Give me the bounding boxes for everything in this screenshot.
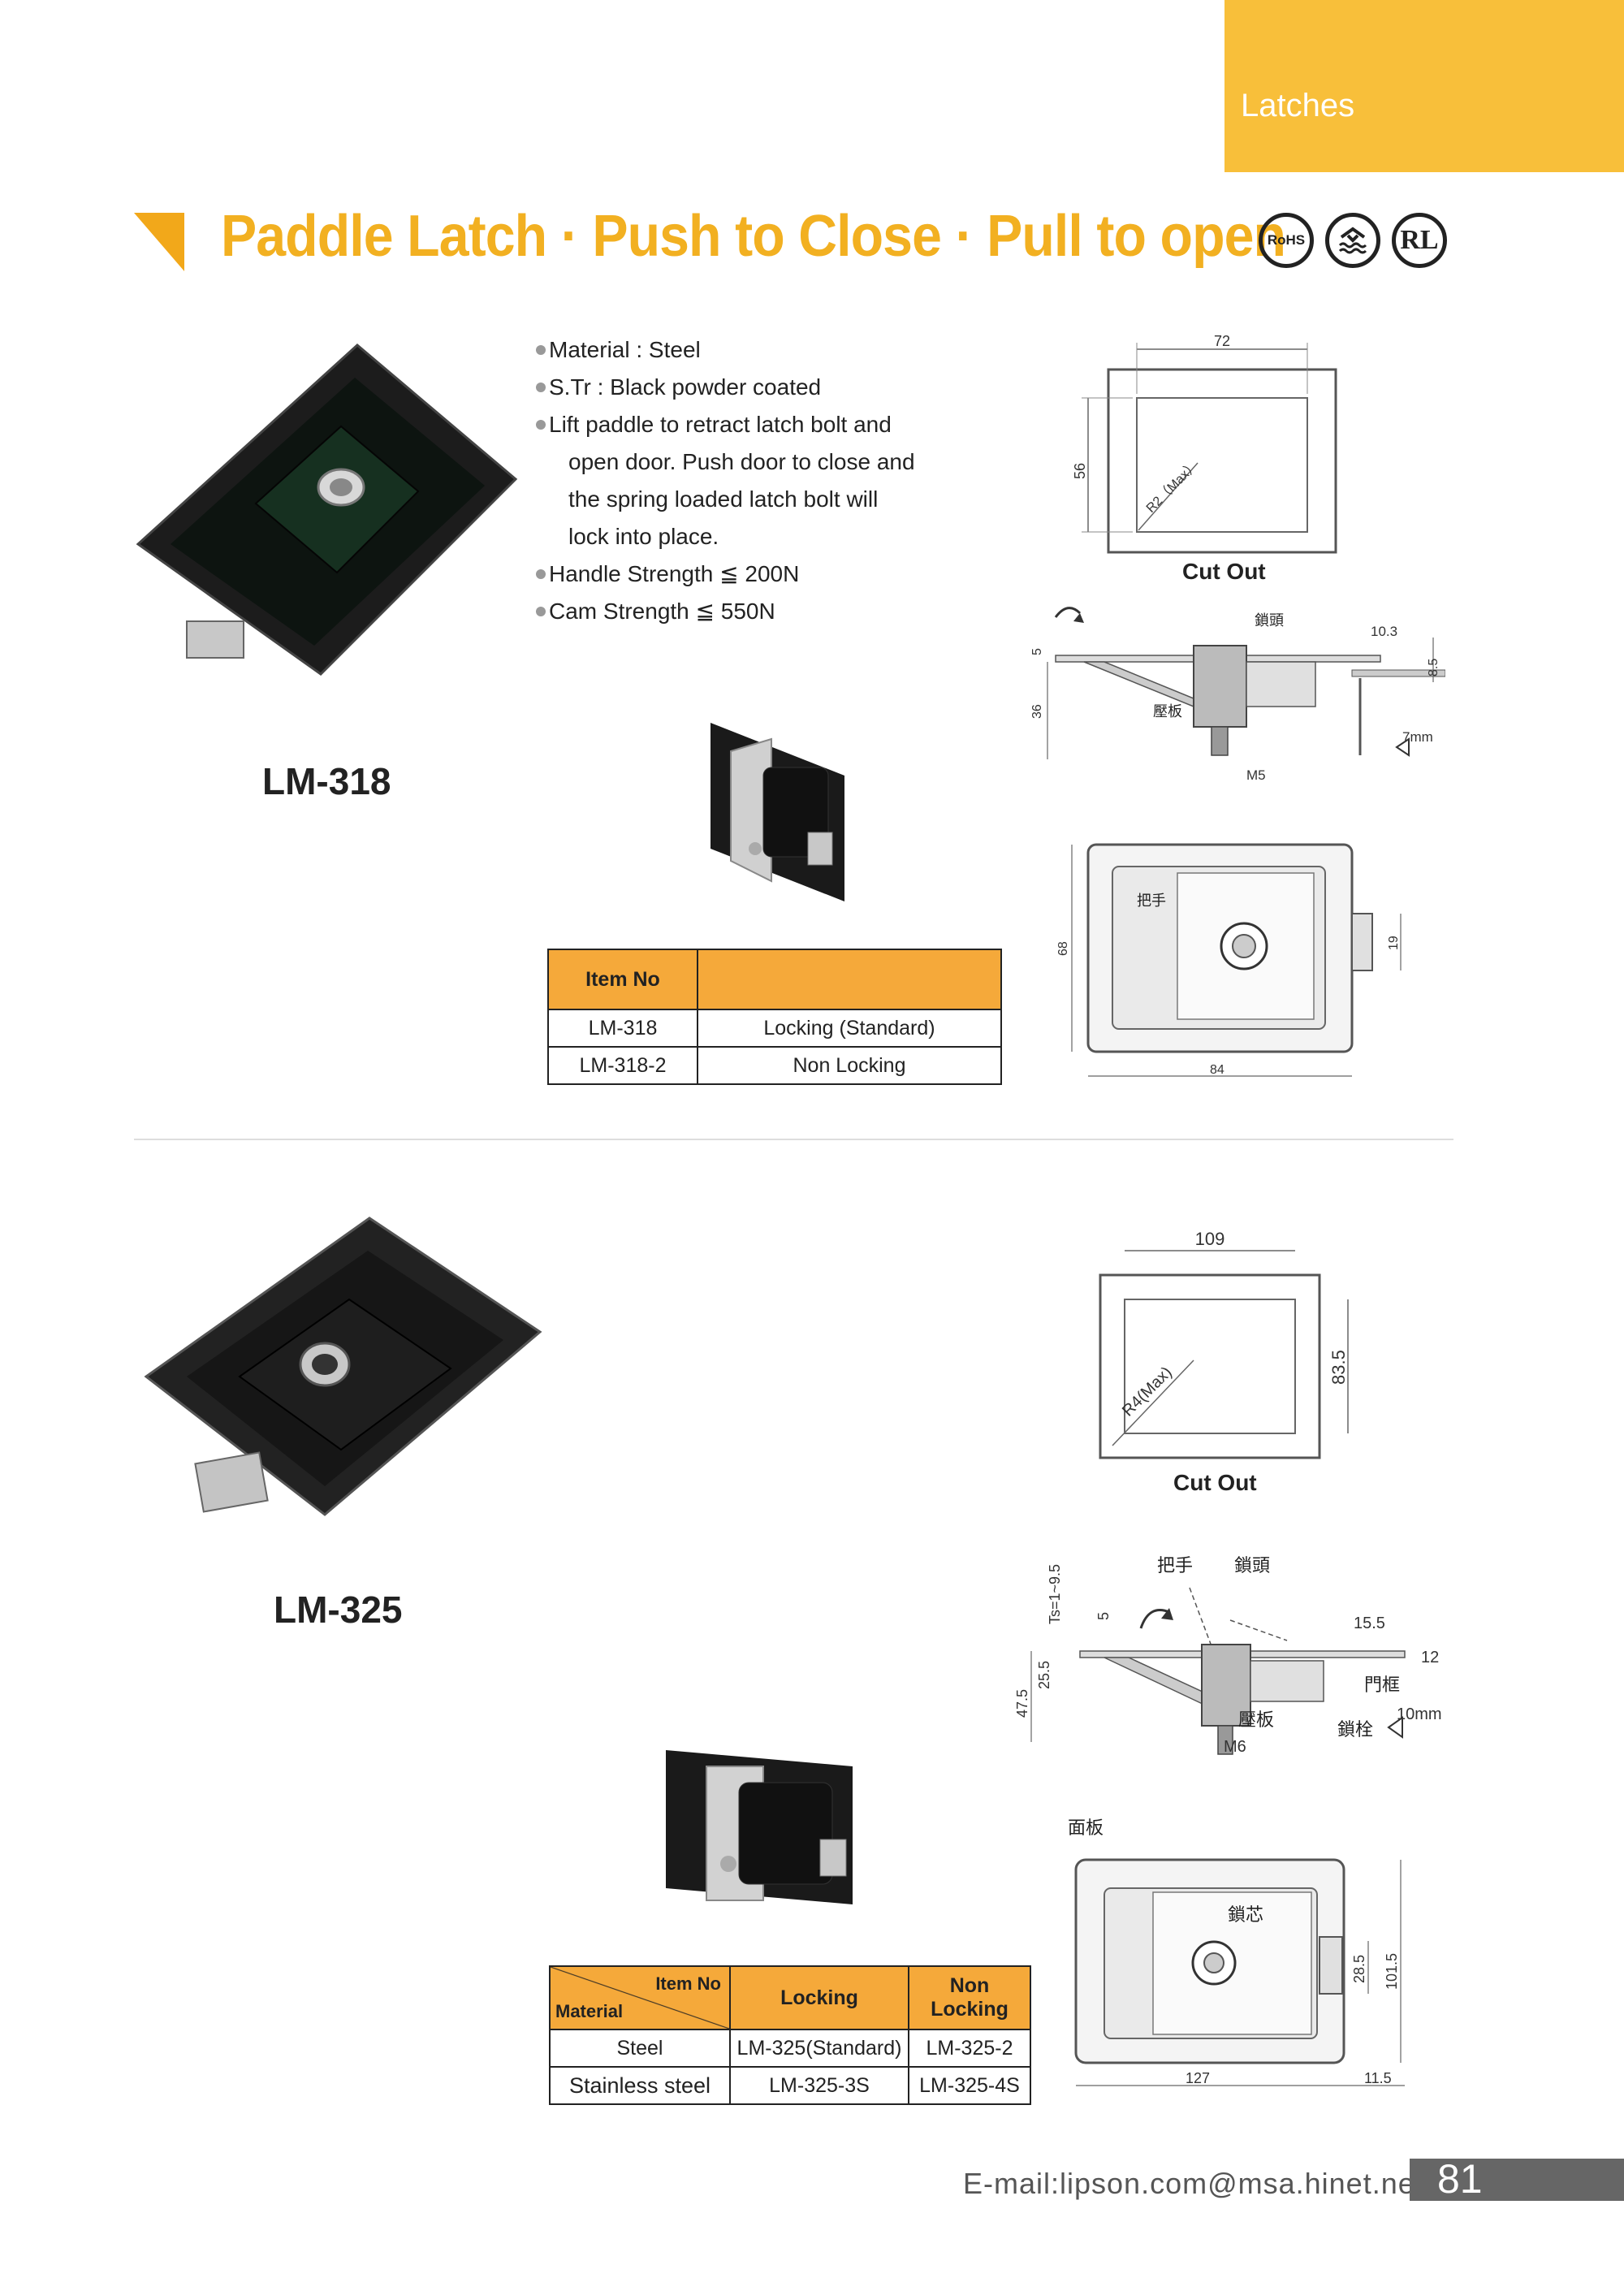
side-dim-m6: M6	[1224, 1738, 1246, 1756]
lm-325-product-photo	[144, 1217, 542, 1516]
side-dim-7mm: 7mm	[1402, 729, 1433, 745]
lm-325-cutout-label: Cut Out	[1173, 1470, 1257, 1495]
lm-318-product-photo	[136, 344, 518, 676]
section-tab: Latches	[1224, 0, 1624, 172]
spec-item: open door. Push door to close and	[568, 449, 915, 474]
lm-318-item-table: Item No LM-318 Locking (Standard) LM-318…	[547, 949, 1002, 1085]
lm-318-side-drawing: 鎖頭 壓板 5 36 10.3 8.5 7mm M5	[1030, 607, 1445, 783]
side-dim-5: 5	[1095, 1612, 1112, 1620]
spec-item: Handle Strength ≦ 200N	[536, 555, 915, 593]
table-row: Stainless steel LM-325-3S LM-325-4S	[549, 2066, 1031, 2105]
table-header: Non Locking	[908, 1965, 1031, 2030]
lm-318-model-label: LM-318	[262, 760, 391, 802]
lm-325-cutout-drawing: 109 83.5 R4(Max)	[1099, 1229, 1349, 1459]
cutout-height-label: 56	[1072, 463, 1088, 479]
spec-item: lock into place.	[568, 524, 719, 549]
side-dim-47-5: 47.5	[1014, 1689, 1030, 1718]
side-dim-36: 36	[1030, 704, 1044, 719]
rohs-badge: RoHS	[1259, 213, 1314, 268]
side-dim-5: 5	[1030, 648, 1044, 655]
spec-item: Material : Steel	[536, 331, 915, 369]
side-plate-label: 壓板	[1153, 703, 1182, 720]
title-marker-icon	[134, 213, 184, 271]
side-handle-label: 把手	[1157, 1555, 1193, 1576]
cutout-width-label: 72	[1214, 333, 1230, 349]
page-title: Paddle Latch · Push to Close · Pull to o…	[221, 204, 1286, 269]
lm-325-front-drawing: 面板 鎖芯 28.5 101.5 127 11.5	[1068, 1818, 1405, 2086]
lm-318-back-photo	[710, 723, 844, 901]
side-lock-label: 鎖頭	[1255, 612, 1284, 629]
side-door-frame-label: 門框	[1364, 1675, 1400, 1695]
front-dim-11-5: 11.5	[1364, 2070, 1392, 2086]
spec-item: the spring loaded latch bolt will	[568, 486, 879, 512]
side-plate-label: 壓板	[1238, 1710, 1274, 1730]
lm-318-spec-list: Material : Steel S.Tr : Black powder coa…	[536, 331, 915, 630]
side-bolt-label: 鎖栓	[1337, 1719, 1373, 1740]
side-dim-10-3: 10.3	[1371, 624, 1397, 639]
front-handle-label: 把手	[1137, 893, 1166, 909]
table-header: Item No	[547, 949, 698, 1010]
cutout-width-label: 109	[1195, 1229, 1225, 1249]
lm-325-item-table: Item No Material Locking Non Locking Ste…	[549, 1965, 1031, 2105]
front-dim-68: 68	[1056, 941, 1070, 956]
table-header: Locking	[729, 1965, 909, 2030]
table-row: Steel LM-325(Standard) LM-325-2	[549, 2029, 1031, 2068]
spec-item: S.Tr : Black powder coated	[536, 369, 915, 406]
page-number: 81	[1437, 2156, 1483, 2202]
water-cert-icon	[1325, 213, 1380, 268]
lm-325-back-photo	[666, 1750, 853, 1904]
lm-318-cutout-drawing: 72 56 R2（Max）	[1072, 333, 1337, 554]
front-dim-28-5: 28.5	[1351, 1955, 1367, 1983]
section-tab-label: Latches	[1241, 88, 1355, 123]
front-dim-127: 127	[1186, 2070, 1210, 2086]
cutout-height-label: 83.5	[1328, 1350, 1349, 1385]
table-row: LM-318 Locking (Standard)	[547, 1009, 1002, 1048]
side-dim-8-5: 8.5	[1427, 659, 1440, 676]
section-divider	[134, 1139, 1453, 1140]
front-panel-label: 面板	[1068, 1818, 1104, 1838]
footer-email: E-mail:lipson.com@msa.hinet.net	[963, 2167, 1424, 2200]
spec-item: Lift paddle to retract latch bolt and	[536, 406, 915, 443]
cutout-radius-label: R2（Max）	[1143, 458, 1201, 516]
front-dim-84: 84	[1210, 1063, 1224, 1077]
lm-325-side-drawing: Ts=1~9.5 把手 鎖頭 5 15.5 12 47.5 25.5 門框 壓板…	[1014, 1555, 1442, 1756]
side-dim-m5: M5	[1246, 767, 1266, 783]
front-dim-19: 19	[1387, 936, 1401, 950]
page-number-bar	[1410, 2159, 1624, 2201]
table-header	[697, 949, 1002, 1010]
side-lock-label: 鎖頭	[1234, 1555, 1270, 1576]
spec-item: Cam Strength ≦ 550N	[536, 593, 915, 630]
side-dim-25-5: 25.5	[1036, 1661, 1052, 1689]
table-row: LM-318-2 Non Locking	[547, 1046, 1002, 1085]
side-ts-label: Ts=1~9.5	[1047, 1564, 1063, 1624]
table-diagonal-header: Item No Material	[549, 1965, 731, 2030]
front-core-label: 鎖芯	[1228, 1904, 1263, 1925]
front-dim-101-5: 101.5	[1384, 1953, 1400, 1990]
lm-325-model-label: LM-325	[274, 1589, 403, 1631]
side-dim-15-5: 15.5	[1354, 1614, 1385, 1632]
side-dim-10mm: 10mm	[1397, 1705, 1442, 1723]
cutout-radius-label: R4(Max)	[1119, 1364, 1176, 1420]
lm-318-front-drawing: 把手 68 84 19	[1056, 843, 1402, 1077]
lm-318-cutout-label: Cut Out	[1182, 559, 1266, 584]
side-dim-12: 12	[1421, 1649, 1439, 1666]
rl-badge: RL	[1392, 213, 1447, 268]
